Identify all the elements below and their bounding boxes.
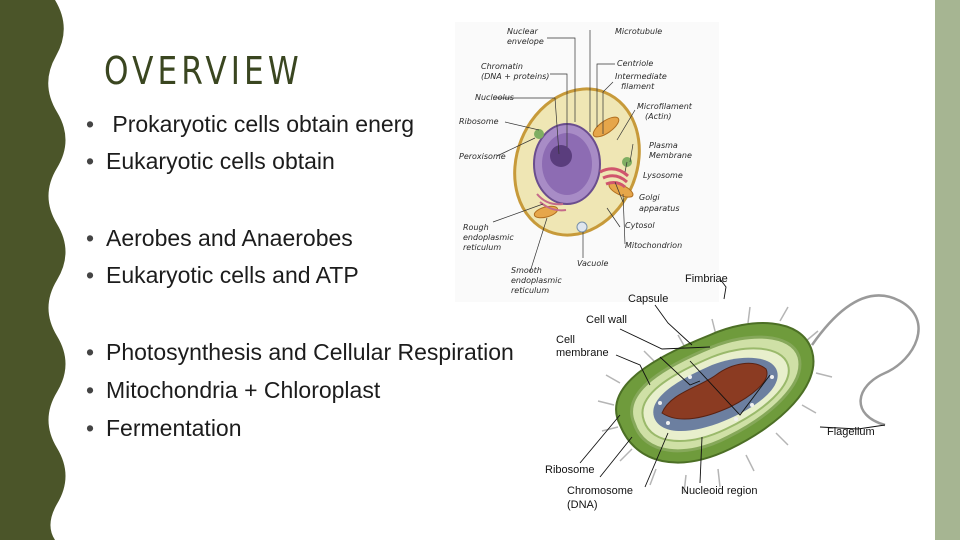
nucleoid-dna-shape (661, 362, 768, 420)
slide-title: OVERVIEW (104, 49, 303, 93)
prokaryotic-cell-diagram: Fimbriae Capsule Cell wall Cell membrane… (545, 273, 920, 511)
label-ribosome: Ribosome (459, 117, 499, 126)
flagellum-shape (810, 294, 920, 427)
label-vacuole: Vacuole (577, 259, 608, 268)
bullet-item: • Photosynthesis and Cellular Respiration (86, 338, 514, 366)
label-intermediate-2: filament (621, 82, 655, 91)
bullet-glyph: • (86, 148, 95, 174)
label-cell-membrane-1: Cell (556, 334, 575, 346)
label-plasma-1: Plasma (649, 141, 678, 150)
bullet-text: Eukaryotic cells and ATP (106, 262, 359, 288)
label-microtubule: Microtubule (615, 27, 662, 36)
label-chromosome-2: (DNA) (567, 499, 598, 511)
label-smooth-er-2: endoplasmic (511, 276, 562, 285)
label-nucleoid-region: Nucleoid region (681, 485, 757, 497)
label-microfilament-2: (Actin) (645, 112, 672, 121)
bullet-item: • Eukaryotic cells obtain (86, 147, 335, 175)
label-mitochondrion: Mitochondrion (625, 241, 682, 250)
bullet-text: Prokaryotic cells obtain energ (106, 111, 415, 137)
label-lysosome: Lysosome (643, 171, 683, 180)
leader-lines (492, 30, 636, 273)
bullet-glyph: • (86, 415, 95, 441)
bullet-glyph: • (86, 262, 95, 288)
nucleolus-shape (550, 145, 572, 167)
label-nuclear-envelope-2: envelope (507, 37, 544, 46)
bullet-item: • Eukaryotic cells and ATP (86, 261, 359, 289)
label-capsule: Capsule (628, 293, 668, 305)
label-cytosol: Cytosol (625, 221, 655, 230)
label-flagellum: Flagellum (827, 426, 875, 438)
bullet-item: • Fermentation (86, 414, 242, 442)
label-peroxisome: Peroxisome (459, 152, 506, 161)
mitochondrion-shape (592, 116, 620, 138)
label-golgi-1: Golgi (639, 193, 660, 202)
bacterium-illustration (597, 294, 920, 494)
label-fimbriae: Fimbriae (685, 273, 728, 285)
ribosome-dots (658, 375, 774, 425)
bullet-glyph: • (86, 225, 95, 251)
bullet-item: • Aerobes and Anaerobes (86, 224, 353, 252)
golgi-shape (599, 167, 630, 189)
label-microfilament-1: Microfilament (637, 102, 693, 111)
label-rough-er-1: Rough (463, 223, 489, 232)
left-band-shape (0, 0, 66, 540)
label-chromatin-1: Chromatin (481, 62, 523, 71)
cell-illustration (513, 87, 641, 237)
bullet-text: Mitochondria + Chloroplast (106, 377, 381, 403)
bullet-text: Photosynthesis and Cellular Respiration (106, 339, 514, 365)
label-smooth-er-1: Smooth (511, 266, 542, 275)
bullet-text: Fermentation (106, 415, 242, 441)
label-intermediate-1: Intermediate (615, 72, 667, 81)
label-ribosome: Ribosome (545, 464, 595, 476)
bullet-text: Eukaryotic cells obtain (106, 148, 335, 174)
prokaryote-labels: Fimbriae Capsule Cell wall Cell membrane… (545, 273, 875, 511)
label-nuclear-envelope-1: Nuclear (507, 27, 539, 36)
rough-er-shape (536, 193, 567, 212)
bullet-item: • Prokaryotic cells obtain energ (86, 110, 414, 138)
label-smooth-er-3: reticulum (511, 286, 549, 295)
bullet-item: • Mitochondria + Chloroplast (86, 376, 380, 404)
label-plasma-2: Membrane (649, 151, 692, 160)
vacuole-shape (576, 221, 588, 233)
label-centriole: Centriole (617, 59, 653, 68)
peroxisome-shape (534, 129, 544, 139)
bullet-text: Aerobes and Anaerobes (106, 225, 353, 251)
label-rough-er-2: endoplasmic (463, 233, 514, 242)
label-golgi-2: apparatus (639, 204, 680, 213)
eukaryotic-cell-diagram: Nuclear envelope Microtubule Chromatin (… (455, 22, 719, 302)
label-rough-er-3: reticulum (463, 243, 501, 252)
label-nucleolus: Nucleolus (475, 93, 514, 102)
left-decorative-band (0, 0, 66, 540)
right-decorative-band (935, 0, 960, 540)
label-cell-membrane-2: membrane (556, 347, 609, 359)
label-cell-wall: Cell wall (586, 314, 627, 326)
prokaryote-leader-lines (579, 278, 886, 488)
bullet-glyph: • (86, 339, 95, 365)
bullet-glyph: • (86, 111, 95, 137)
bullet-glyph: • (86, 377, 95, 403)
label-group: Nuclear envelope Microtubule Chromatin (… (459, 27, 693, 295)
label-chromosome-1: Chromosome (567, 485, 633, 497)
label-chromatin-2: (DNA + proteins) (481, 72, 549, 81)
